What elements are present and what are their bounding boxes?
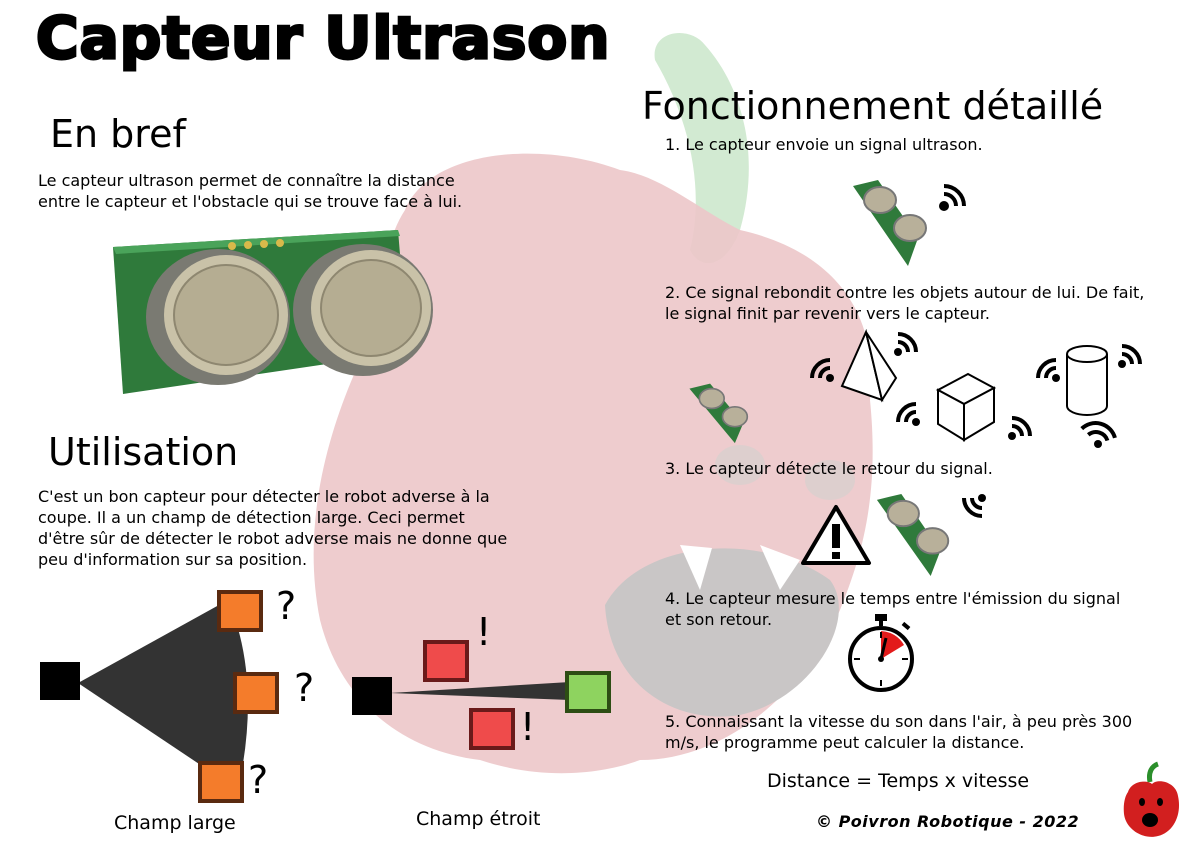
wifi-signal-icon [896,402,920,426]
wifi-signal-icon [1118,344,1142,368]
question-mark-bottom: ? [248,758,269,802]
step-1-text: 1. Le capteur envoie un signal ultrason. [665,135,983,154]
pepper-logo-icon [1123,761,1180,837]
pyramid-icon [840,328,898,403]
step-3-text: 3. Le capteur détecte le retour du signa… [665,459,993,478]
cylinder-icon [1066,345,1108,416]
narrow-target-top [423,640,469,682]
wifi-signal-icon [810,358,834,382]
wide-target-middle [233,672,279,714]
question-mark-top: ? [276,584,297,628]
stopwatch-icon [848,614,914,692]
exclaim-mark-bottom: ! [520,705,536,749]
question-mark-middle: ? [294,666,315,710]
pepper-stem [654,33,749,264]
sensor-icon [689,383,749,444]
narrow-robot-square [352,677,392,715]
en-bref-heading: En bref [50,112,186,156]
cube-icon [935,372,997,442]
utilisation-heading: Utilisation [48,430,239,474]
fonctionnement-heading: Fonctionnement détaillé [642,84,1104,128]
pepper-mouth [605,548,839,717]
wifi-signal-icon [894,332,918,356]
wide-target-top [217,590,263,632]
distance-formula: Distance = Temps x vitesse [767,770,1030,792]
step-5-text: 5. Connaissant la vitesse du son dans l'… [665,712,1133,752]
narrow-field-label: Champ étroit [416,808,541,830]
narrow-target-bottom [469,708,515,750]
utilisation-text: C'est un bon capteur pour détecter le ro… [38,487,508,569]
ultrasonic-sensor-photo [113,230,433,394]
step-4-text: 4. Le capteur mesure le temps entre l'ém… [665,589,1121,629]
sensor-icon [876,493,950,577]
copyright-credit: © Poivron Robotique - 2022 [816,812,1080,831]
wifi-signal-icon [1008,416,1032,440]
wifi-signal-icon [962,494,986,518]
narrow-detection-cone [390,682,570,700]
wifi-signal-icon [939,184,966,211]
wide-target-bottom [198,761,244,803]
robot-square [40,662,80,700]
wide-field-label: Champ large [114,812,236,834]
sensor-icon [853,180,927,266]
warning-icon [801,505,871,565]
wifi-signal-icon [1080,421,1117,448]
wifi-signal-icon [1036,358,1060,382]
page-title: Capteur Ultrason [34,3,611,74]
en-bref-text: Le capteur ultrason permet de connaître … [38,171,463,211]
exclaim-mark-top: ! [476,610,492,654]
narrow-target-detected [565,671,611,713]
wide-detection-cone [78,600,248,790]
step-2-text: 2. Ce signal rebondit contre les objets … [665,283,1145,323]
